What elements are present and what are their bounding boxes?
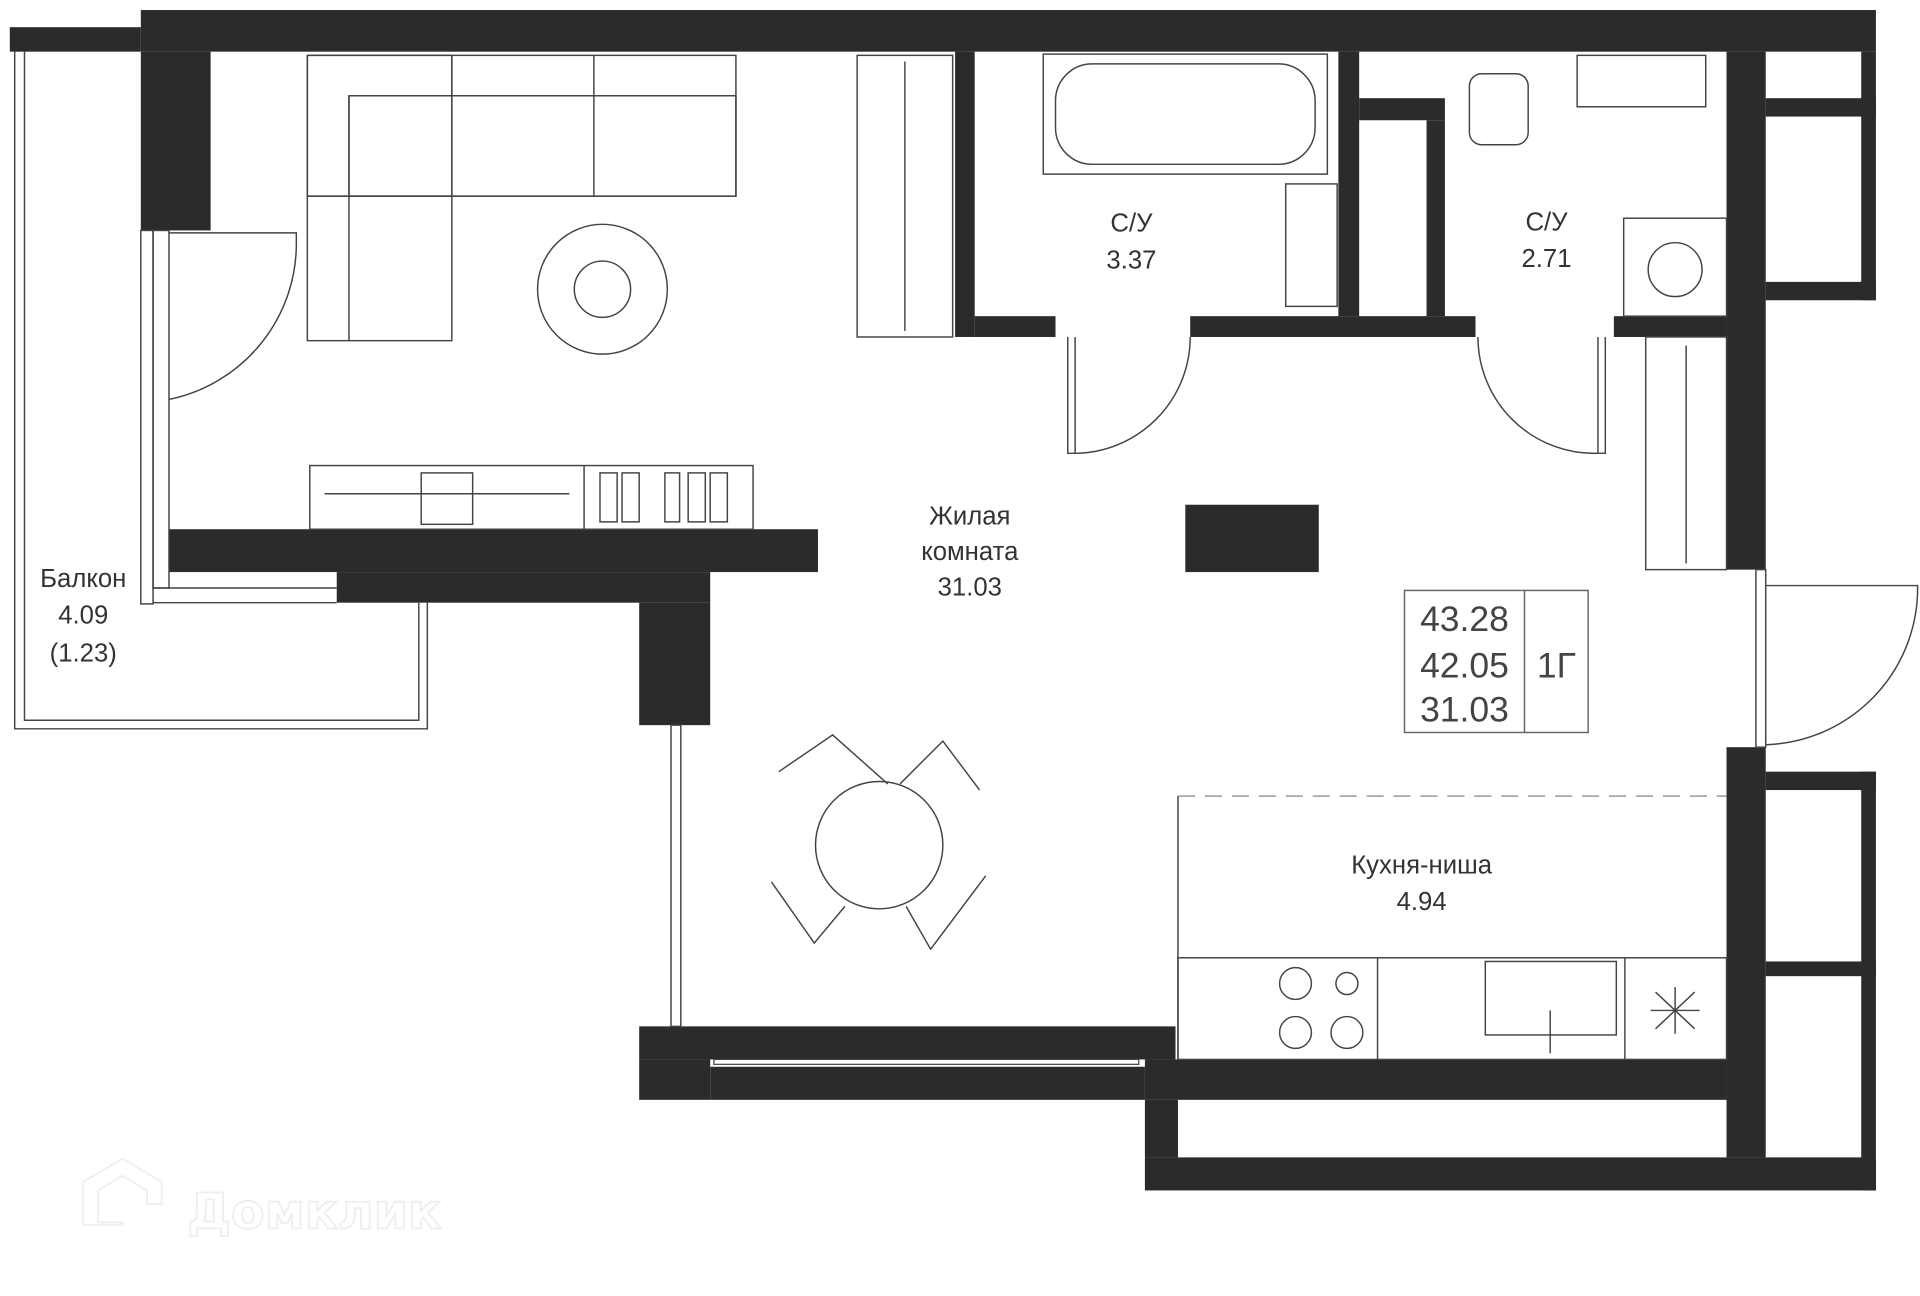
living-room-name-1: Жилая (929, 502, 1010, 530)
kitchen-name: Кухня-ниша (1351, 851, 1493, 879)
walls (9, 10, 1876, 1191)
furniture (306, 53, 1728, 1061)
bathroom-2-name: С/У (1526, 208, 1569, 236)
living-room-area: 31.03 (938, 573, 1002, 601)
windows-and-balcony (13, 51, 1767, 1028)
domclick-watermark: Домклик (82, 1157, 442, 1241)
area-summary-box: 43.28 42.05 31.03 1Г (1403, 589, 1589, 734)
apartment-type: 1Г (1537, 645, 1576, 685)
watermark-text: Домклик (187, 1183, 441, 1240)
living-area: 31.03 (1420, 689, 1509, 729)
total-area: 43.28 (1420, 599, 1509, 639)
bathroom-1-name: С/У (1110, 210, 1153, 238)
room-labels: Жилая комната 31.03 С/У 3.37 С/У 2.71 Ба… (40, 208, 1571, 916)
balcony-name: Балкон (40, 565, 126, 593)
bathroom-1-area: 3.37 (1106, 246, 1156, 274)
balcony-reduced-area: (1.23) (50, 639, 117, 667)
balcony-area: 4.09 (58, 602, 108, 630)
bathroom-2-area: 2.71 (1522, 245, 1572, 273)
doors (168, 232, 1919, 746)
kitchen-area: 4.94 (1397, 888, 1447, 916)
area-without-balcony: 42.05 (1420, 645, 1509, 685)
living-room-name-2: комната (921, 538, 1019, 566)
domclick-logo-icon (82, 1157, 163, 1226)
